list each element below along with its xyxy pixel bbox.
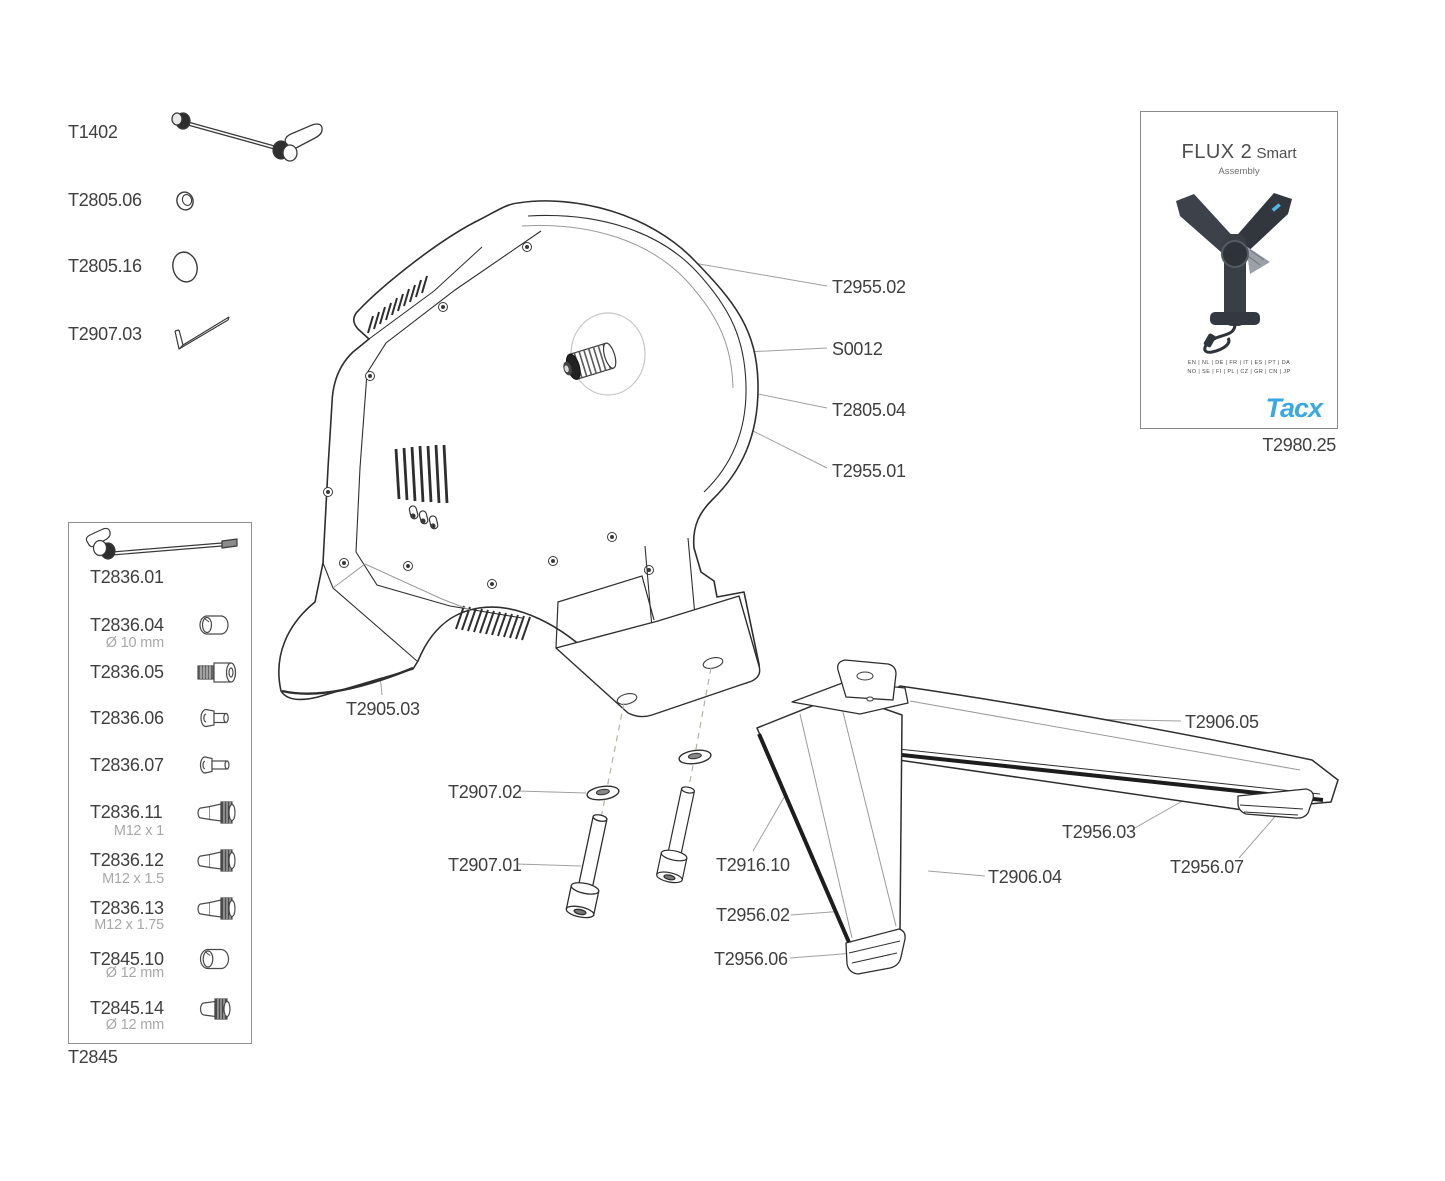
manual-languages-row1: EN | NL | DE | FR | IT | ES | PT | DA [1187,360,1291,366]
axle-adapter-m12x15-icon [197,849,236,872]
tacx-logo: Tacx [1265,393,1323,423]
allen-key-drawing [174,316,230,350]
callout-t2907-01: T2907.01 [448,855,522,875]
kit-label-t2836-11: T2836.11 [90,802,163,822]
spacer-10mm-icon [199,615,229,635]
kit-label-t2845-14: T2845.14 [90,998,164,1018]
axle-adapter-m12x1-icon [197,801,236,824]
kit-sub-t2836-13: M12 x 1.75 [94,917,164,933]
kit-label-t2836-06: T2836.06 [90,708,164,728]
callout-t2906-05: T2906.05 [1185,712,1259,732]
splined-plug-12mm-icon [199,998,231,1020]
kit-label-t2836-12: T2836.12 [90,850,164,870]
callout-s0012: S0012 [832,339,883,359]
callout-t2955-02: T2955.02 [832,277,906,297]
spacer-ring-drawing [176,191,194,211]
kit-skewer-drawing [85,527,238,560]
callout-t2907-02: T2907.02 [448,782,522,802]
callout-t2956-02: T2956.02 [716,905,790,925]
bolts-drawing [565,786,696,919]
assembly-manual-card: FLUX 2 Smart Assembly EN | NL | DE | FR … [1140,111,1338,429]
quick-release-drawing [171,112,323,162]
freehub-drawing [563,312,646,396]
part-label-t2907-03: T2907.03 [68,324,142,344]
kit-box-outline [68,522,252,1044]
kit-sub-t2845-10: Ø 12 mm [105,965,164,981]
callout-t2955-01: T2955.01 [832,461,906,481]
legs-drawing [756,659,1339,975]
kit-box-label: T2845 [68,1047,118,1067]
trainer-body-drawing [278,200,761,718]
kit-sub-t2836-11: M12 x 1 [113,823,164,839]
manual-part-label: T2980.25 [1262,435,1336,455]
part-label-t2805-06: T2805.06 [68,190,142,210]
callout-t2916-10: T2916.10 [716,855,790,875]
manual-trainer-photo [1176,193,1292,354]
threaded-adapter-icon [197,662,237,683]
kit-label-t2836-01: T2836.01 [90,567,164,587]
kit-sub-t2845-14: Ø 12 mm [105,1017,164,1033]
kit-label-t2836-05: T2836.05 [90,662,164,682]
kit-label-t2845-10: T2845.10 [90,949,164,969]
manual-title: FLUX 2 Smart [1141,141,1337,164]
kit-label-t2836-04: T2836.04 [90,615,164,635]
washers-drawing [586,749,712,801]
kit-sub-t2836-04: Ø 10 mm [105,635,164,651]
callout-t2805-04: T2805.04 [832,400,906,420]
manual-languages-row2: NO | SE | FI | PL | CZ | GR | CN | JP [1187,369,1291,375]
manual-title-sub: Smart [1252,145,1297,162]
callout-t2956-07: T2956.07 [1170,857,1244,877]
led-indicators [408,505,439,530]
callout-t2956-03: T2956.03 [1062,822,1136,842]
callout-t2906-04: T2906.04 [988,867,1062,887]
axle-adapter-m12x175-icon [197,897,236,920]
circlip-drawing [172,251,198,283]
kit-label-t2836-07: T2836.07 [90,755,164,775]
callout-t2956-06: T2956.06 [714,949,788,969]
kit-label-t2836-13: T2836.13 [90,898,164,918]
callout-t2905-03: T2905.03 [346,699,420,719]
flange-bolt-icon [200,708,229,728]
manual-subtitle: Assembly [1218,166,1260,177]
spacer-12mm-icon [199,948,230,970]
part-label-t2805-16: T2805.16 [68,256,142,276]
kit-sub-t2836-12: M12 x 1.5 [102,871,164,887]
part-label-t1402: T1402 [68,122,118,142]
flange-bolt-long-icon [199,756,230,774]
manual-title-main: FLUX 2 [1181,141,1253,163]
